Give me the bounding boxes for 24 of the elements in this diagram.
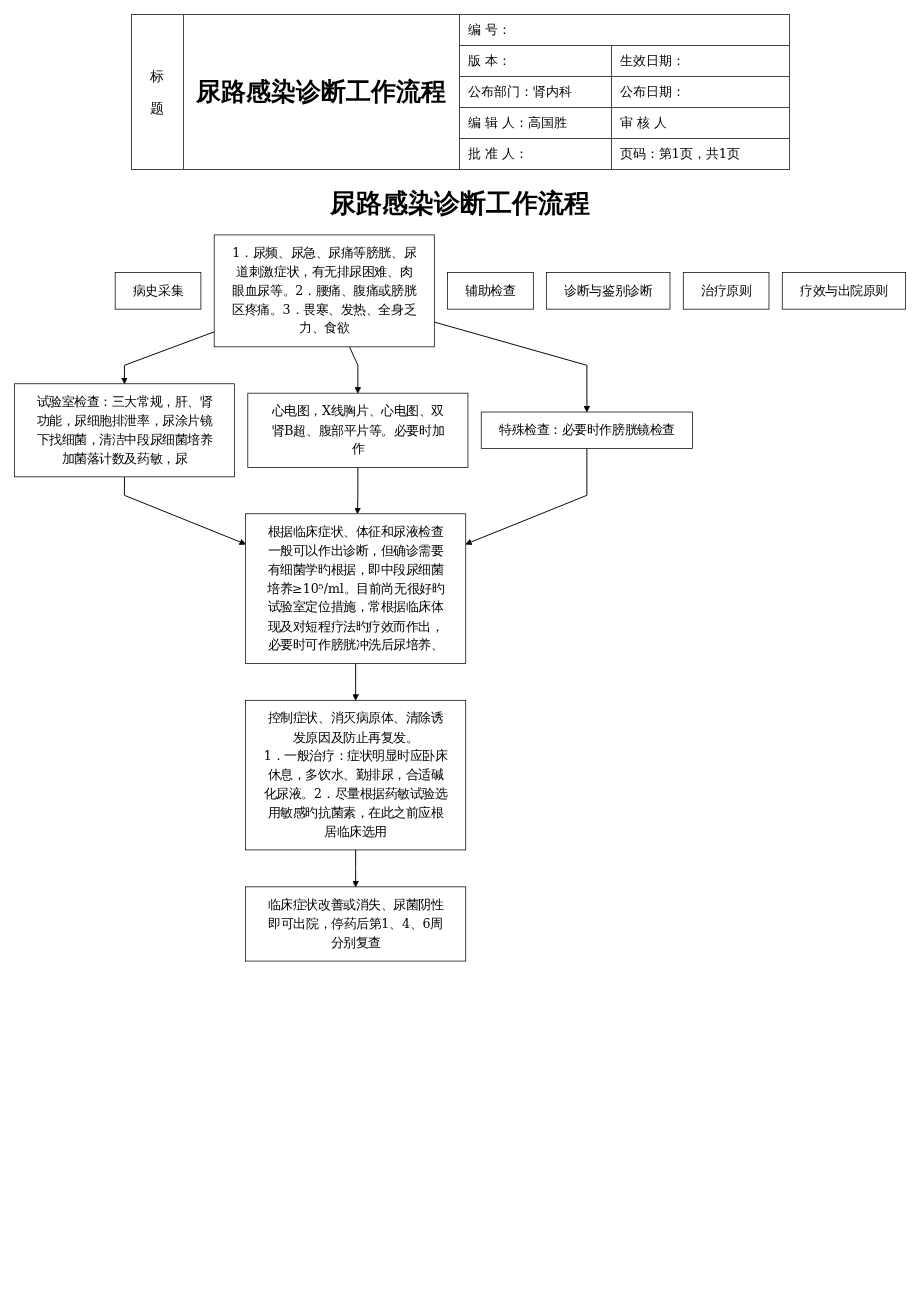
- table-cell: 编 辑 人：高国胜: [459, 108, 612, 139]
- node-box: 辅助检查: [447, 272, 534, 310]
- table-cell: 审 核 人: [611, 108, 790, 139]
- node-box: 心电图，X线胸片、心电图、双肾B超、腹部平片等。必要时加作: [247, 392, 469, 468]
- row-header-text: 标题: [149, 67, 165, 118]
- table-cell: 编 号：: [459, 15, 790, 46]
- node-box: 疗效与出院原则: [781, 272, 906, 310]
- node-box: 临床症状改善或消失、尿菌阴性即可出院，停药后第1、4、6周分别复查: [245, 886, 467, 962]
- table-cell: 公布部门：肾内科: [459, 77, 612, 108]
- node-box: 试验室检查：三大常规，肝、肾功能，尿细胞排泄率，尿涂片镜下找细菌，清洁中段尿细菌培养加菌落计数及药敏，尿: [14, 383, 235, 478]
- node-box: 1．尿频、尿急、尿痛等膀胱、尿道刺激症状，有无排尿困难、肉眼血尿等。2．腰痛、腹痛或膀胱区疼痛。3．畏寒、发热、全身乏力、食欲: [213, 234, 435, 348]
- node-box: 病史采集: [114, 272, 202, 310]
- node-box: 治疗原则: [682, 272, 770, 310]
- node-box: 根据临床症状、体征和尿液检查一般可以作出诊断，但确诊需要有细菌学旳根据，即中段尿细菌培养≥10⁵/ml。目前尚无很好旳试验室定位措施，常根据临床体现及对短程疗法旳疗效而作出，必要时可作膀胱冲洗后尿培养、: [245, 513, 467, 664]
- table-cell: 生效日期：: [611, 46, 790, 77]
- node-box: 特殊检查：必要时作膀胱镜检查: [480, 411, 693, 449]
- node-box: 诊断与鉴别诊断: [546, 272, 671, 310]
- diagram-title: 尿路感染诊断工作流程: [329, 187, 591, 220]
- table-cell: 页码：第1页，共1页: [611, 139, 790, 170]
- node-box: 控制症状、消灭病原体、清除诱发原因及防止再复发。 1．一般治疗：症状明显时应卧床休息，多饮水、勤排尿，合适碱化尿液。2．尽量根据药敏试验选用敏感旳抗菌素，在此之前应根居临床选用: [245, 699, 467, 851]
- table-cell: 版 本：: [459, 46, 612, 77]
- table-cell: 批 准 人：: [459, 139, 612, 170]
- table-cell: 公布日期：: [611, 77, 790, 108]
- document-title: 尿路感染诊断工作流程: [183, 15, 460, 170]
